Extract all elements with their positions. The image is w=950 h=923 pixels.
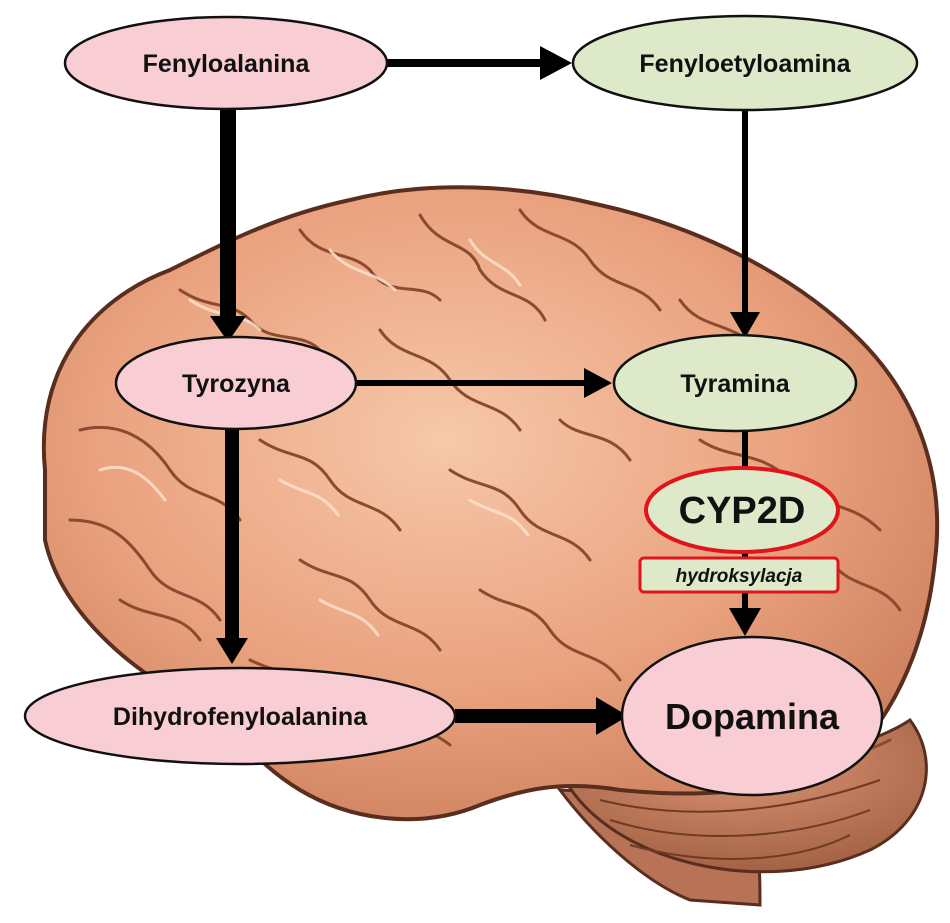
node-dopamina: Dopamina	[622, 637, 882, 795]
node-fenyloetyloamina: Fenyloetyloamina	[573, 16, 917, 110]
node-label: Fenyloetyloamina	[639, 50, 851, 78]
arrow-fenyloalanina-to-fenyloetyloamina	[385, 46, 572, 80]
node-fenyloalanina: Fenyloalanina	[65, 17, 387, 109]
node-label: Dopamina	[665, 696, 840, 737]
node-label: Tyrozyna	[182, 370, 291, 398]
node-label: Fenyloalanina	[143, 50, 311, 78]
node-label: Dihydrofenyloalanina	[113, 703, 368, 731]
brain-illustration	[44, 187, 937, 905]
node-tyramina: Tyramina	[614, 335, 856, 431]
enzyme-label: CYP2D	[679, 490, 806, 532]
reaction-badge: hydroksylacja	[640, 558, 838, 592]
node-dihydrofenyloalanina: Dihydrofenyloalanina	[25, 668, 455, 764]
enzyme-cyp2d: CYP2D	[646, 468, 838, 552]
reaction-label: hydroksylacja	[676, 566, 803, 587]
node-label: Tyramina	[680, 370, 790, 398]
node-tyrozyna: Tyrozyna	[116, 337, 356, 429]
